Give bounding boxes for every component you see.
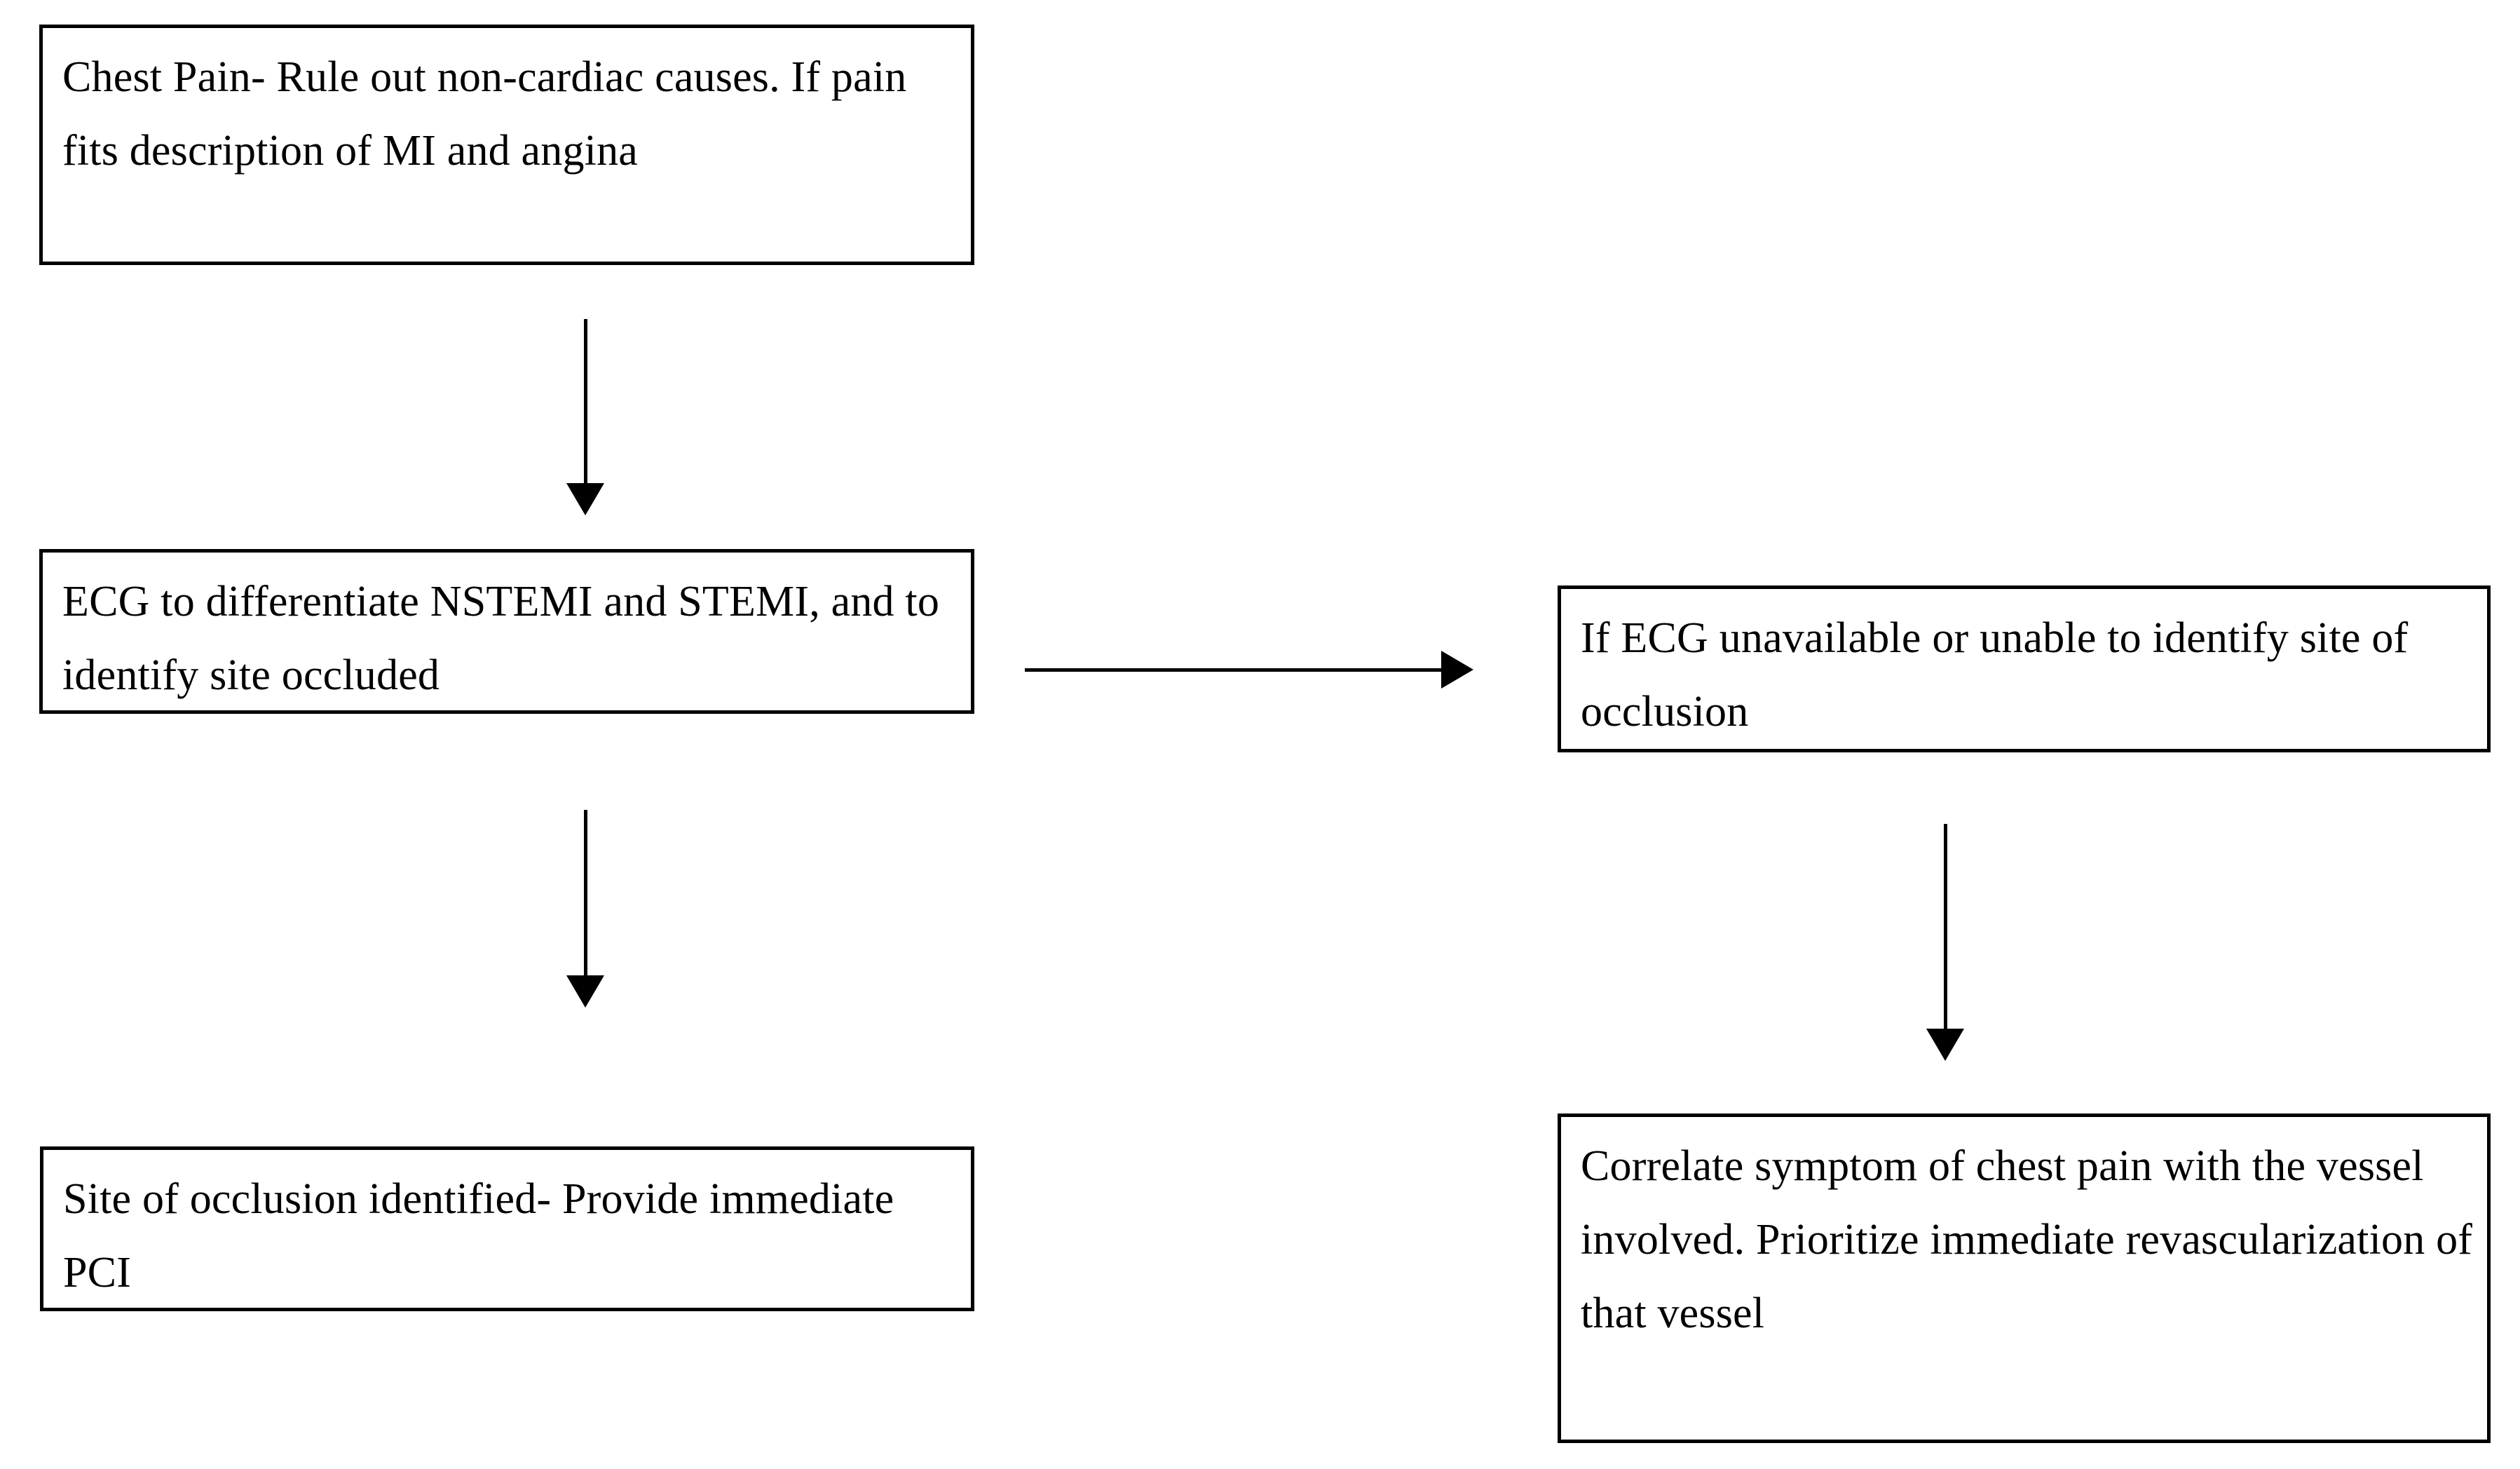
arrow-shaft [583, 319, 587, 483]
arrow-chest-pain-to-ecg [566, 319, 604, 515]
arrowhead-right-icon [1441, 651, 1473, 689]
arrow-ecg-to-site-identified [566, 810, 604, 1008]
arrowhead-down-icon [566, 975, 604, 1008]
arrow-shaft [1025, 668, 1443, 672]
arrow-shaft [1943, 824, 1947, 1029]
node-ecg: ECG to differentiate NSTEMI and STEMI, a… [39, 549, 974, 714]
arrowhead-down-icon [1926, 1029, 1964, 1061]
arrow-ecg-unavailable-to-correlate [1926, 824, 1964, 1061]
node-ecg-unavailable: If ECG unavailable or unable to identify… [1558, 585, 2491, 752]
node-site-identified: Site of occlusion identified- Provide im… [40, 1146, 974, 1311]
node-chest-pain: Chest Pain- Rule out non-cardiac causes.… [39, 25, 974, 265]
arrow-shaft [583, 810, 587, 975]
arrowhead-down-icon [566, 483, 604, 515]
arrow-ecg-to-ecg-unavailable [1025, 651, 1473, 689]
node-correlate: Correlate symptom of chest pain with the… [1558, 1113, 2491, 1443]
